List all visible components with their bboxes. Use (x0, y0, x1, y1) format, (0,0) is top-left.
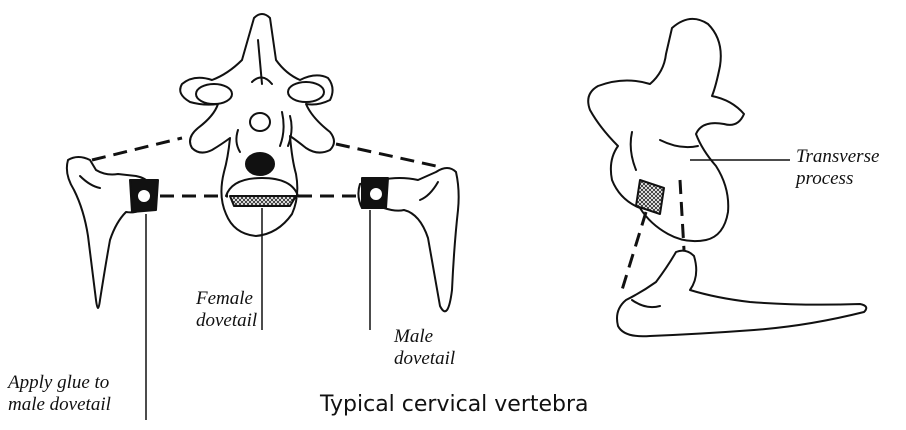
side-transverse-piece (617, 251, 866, 337)
male-dovetail-line-2: dovetail (394, 348, 455, 370)
male-dovetail-line-1: Male (394, 326, 455, 348)
apply-glue-label: Apply glue to male dovetail (8, 372, 111, 416)
side-vertebra-body (588, 19, 744, 241)
apply-glue-line-1: Apply glue to (8, 372, 111, 394)
transverse-process-line-1: Transverse (796, 146, 879, 168)
figure-caption: Typical cervical vertebra (320, 392, 589, 417)
transverse-process-line-2: process (796, 168, 879, 190)
female-dovetail-shape (230, 196, 296, 206)
female-dovetail-line-1: Female (196, 288, 252, 310)
transverse-process-label: Transverse process (796, 146, 879, 190)
female-dovetail-line-2: dovetail (196, 310, 252, 332)
female-dovetail-label: Female dovetail (196, 288, 252, 332)
male-dovetail-label: Male dovetail (394, 326, 455, 370)
apply-glue-line-2: male dovetail (8, 394, 111, 416)
